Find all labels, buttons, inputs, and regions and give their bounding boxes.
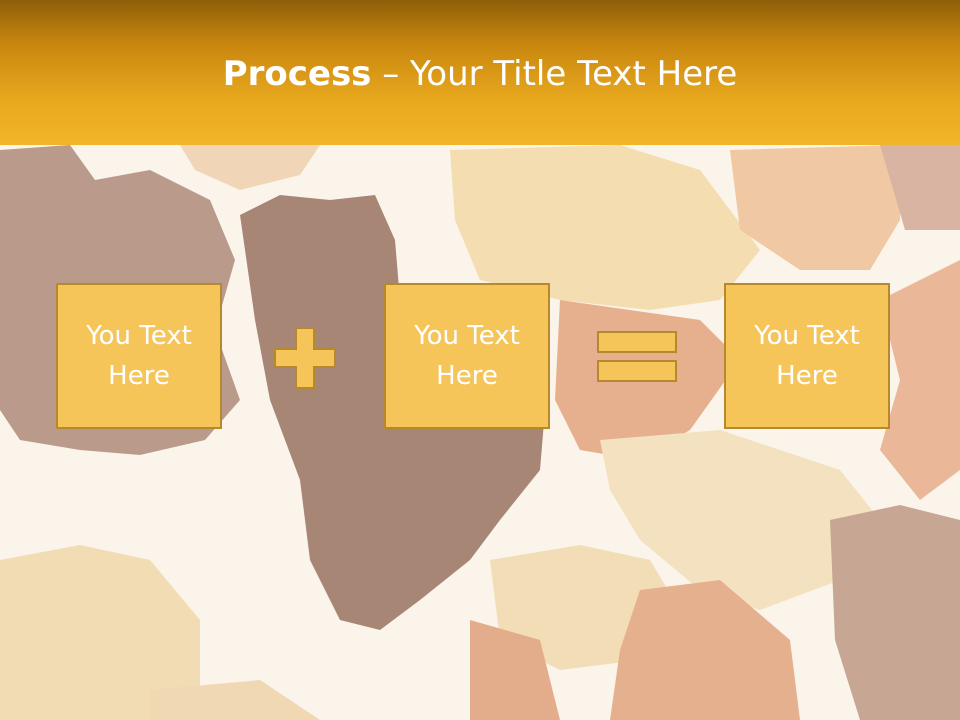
plus-icon — [274, 327, 336, 389]
slide-title: Process – Your Title Text Here — [0, 52, 960, 96]
process-box-1-label: You Text Here — [86, 321, 192, 391]
title-rest: – Your Title Text Here — [371, 54, 738, 94]
process-box-3[interactable]: You Text Here — [724, 283, 890, 429]
title-bold: Process — [222, 54, 372, 94]
process-box-2-label: You Text Here — [414, 321, 520, 391]
process-box-1[interactable]: You Text Here — [56, 283, 222, 429]
process-box-2[interactable]: You Text Here — [384, 283, 550, 429]
equals-icon — [597, 331, 677, 382]
process-box-3-label: You Text Here — [754, 321, 860, 391]
title-bar — [0, 0, 960, 145]
